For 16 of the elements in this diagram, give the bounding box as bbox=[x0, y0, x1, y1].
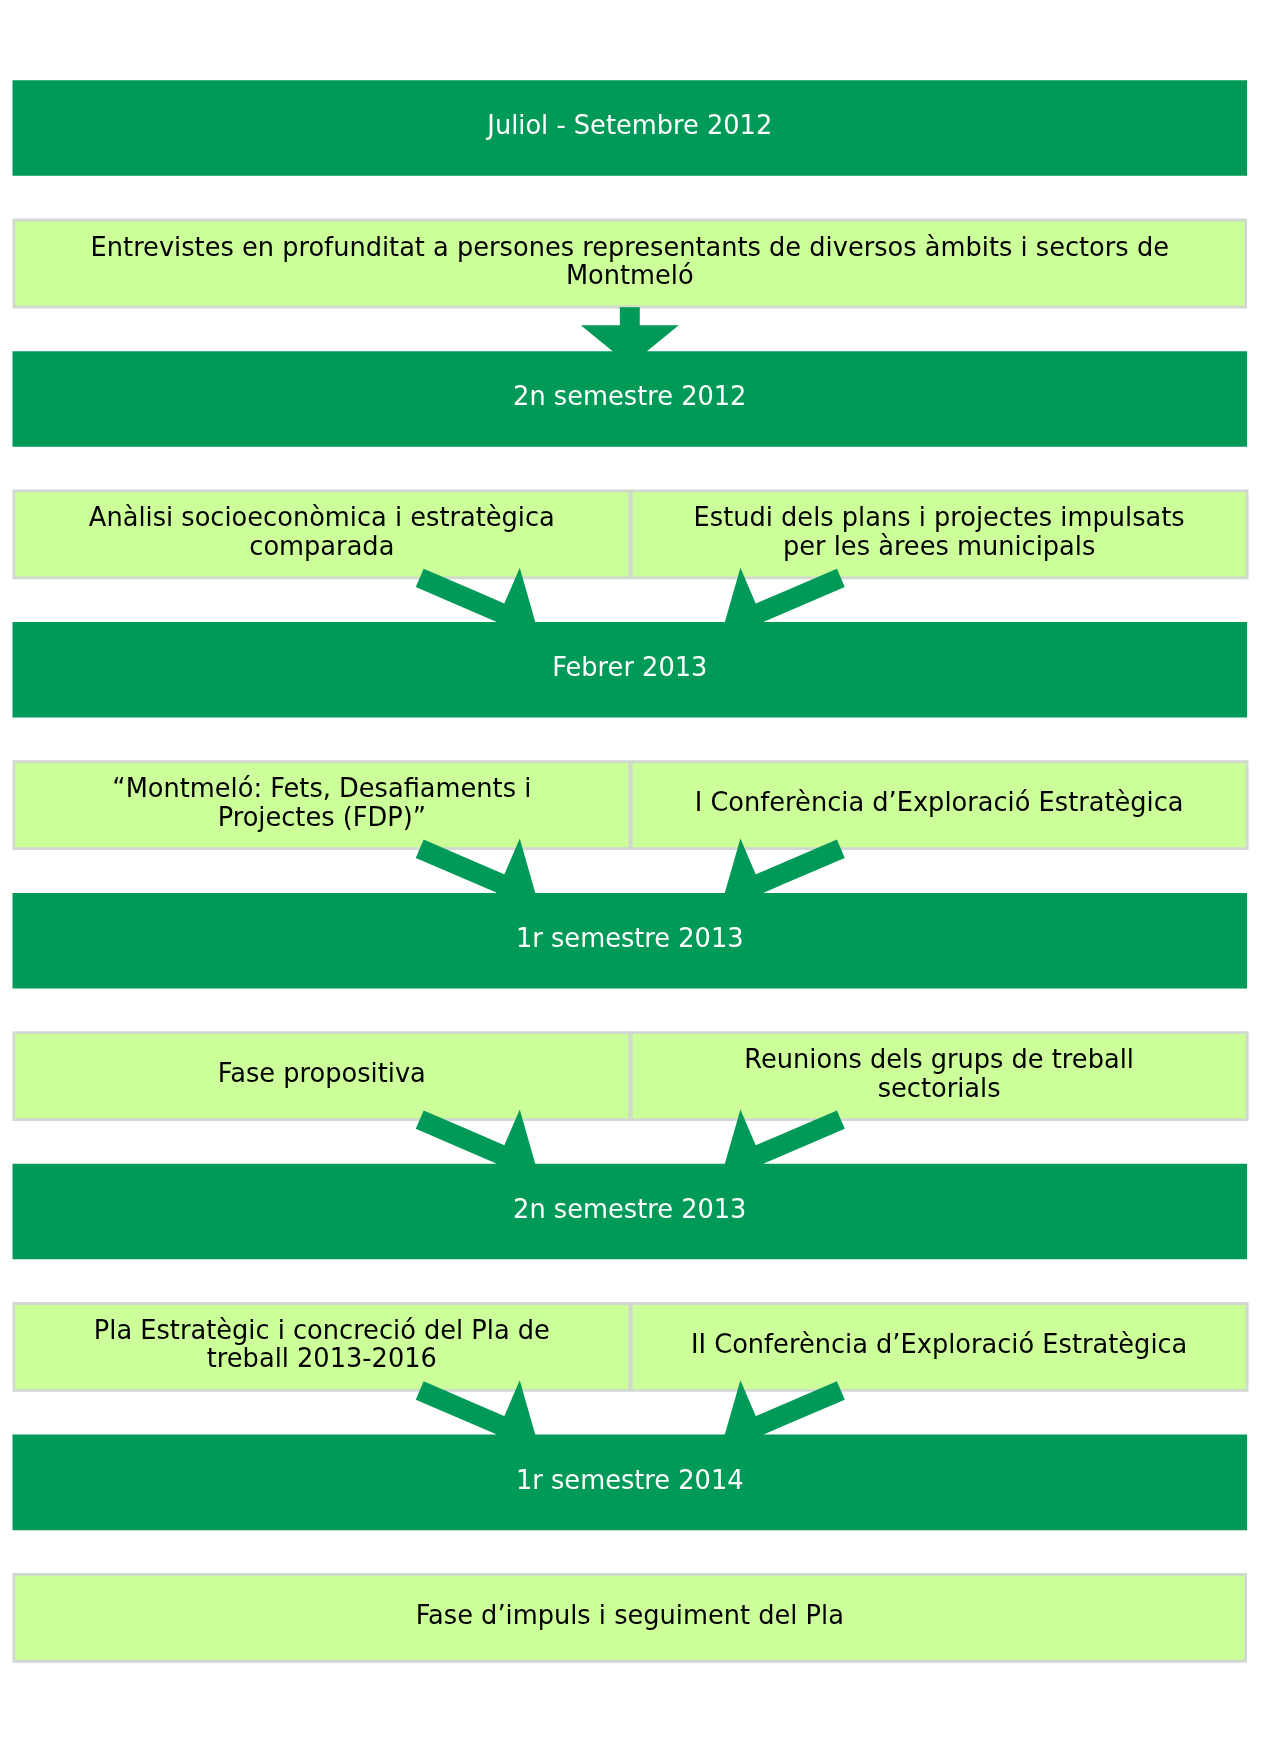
node-box: Fase propositiva bbox=[12, 1030, 632, 1121]
node-box: II Conferència d’Exploració Estratègica bbox=[629, 1301, 1249, 1392]
node-box: “Montmeló: Fets, Desafiaments i Projectes (FDP)” bbox=[12, 759, 632, 850]
node-box: Juliol - Setembre 2012 bbox=[12, 79, 1248, 176]
node-box: Fase d’impuls i seguiment del Pla bbox=[12, 1572, 1248, 1663]
node-box: 2n semestre 2012 bbox=[12, 350, 1248, 447]
node-box: I Conferència d’Exploració Estratègica bbox=[629, 759, 1249, 850]
node-box: Febrer 2013 bbox=[12, 621, 1248, 718]
node-box: Reunions dels grups de treball sectorials bbox=[629, 1030, 1249, 1121]
node-box: Pla Estratègic i concreció del Pla de treball 2013-2016 bbox=[12, 1301, 632, 1392]
node-box: 1r semestre 2014 bbox=[12, 1434, 1248, 1530]
node-box: 2n semestre 2013 bbox=[12, 1163, 1248, 1259]
node-box: Entrevistes en profunditat a persones representants de diversos àmbits i sectors de Montmeló bbox=[12, 218, 1248, 308]
node-box: Anàlisi socioeconòmica i estratègica comparada bbox=[12, 488, 632, 579]
node-box: 1r semestre 2013 bbox=[12, 892, 1248, 988]
node-box: Estudi dels plans i projectes impulsats per les àrees municipals bbox=[629, 488, 1249, 579]
